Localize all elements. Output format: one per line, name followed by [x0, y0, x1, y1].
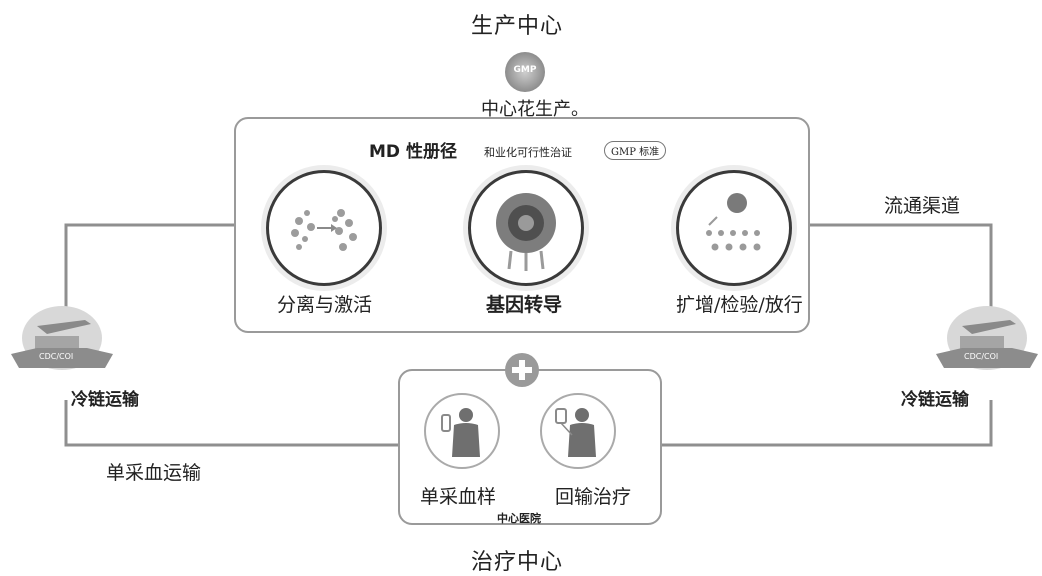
cold-chain-left-label: 冷链运输	[71, 390, 139, 410]
hospital-item-infusion: 回输治疗	[555, 486, 632, 508]
production-note: 和业化可行性治证	[484, 146, 572, 159]
gmp-standard-pill: GMP 标准	[604, 141, 667, 160]
step-label-isolation: 分离与激活	[277, 294, 373, 316]
cold-chain-right-label: 冷链运输	[901, 390, 969, 410]
gmp-badge-icon: GMP	[505, 52, 545, 92]
cell-cluster-icon	[291, 209, 357, 251]
treatment-center-title: 治疗中心	[471, 550, 564, 575]
cell-expansion-icon	[706, 193, 761, 251]
cold-chain-badge-left: CDC/COI	[7, 300, 117, 380]
production-title: MD 性册径	[369, 142, 457, 162]
hospital-name: 中心医院	[497, 512, 541, 525]
step-transduction-circle	[468, 170, 584, 286]
step-label-expansion: 扩增/检验/放行	[676, 294, 803, 316]
cold-chain-badge-left-text: CDC/COI	[39, 352, 74, 361]
patient-infusion-icon	[540, 393, 616, 469]
cold-chain-badge-right: CDC/COI	[932, 300, 1042, 380]
production-center-title: 生产中心	[471, 14, 564, 39]
medical-cross-icon	[505, 353, 539, 387]
blood-transport-label: 单采血运输	[106, 462, 202, 484]
truck-plane-emblem-icon	[936, 306, 1038, 370]
transduced-cell-icon	[496, 193, 556, 271]
hospital-item-blood-sample: 单采血样	[420, 486, 497, 508]
step-isolation-circle	[266, 170, 382, 286]
patient-blood-sample-icon	[424, 393, 500, 469]
distribution-channel-label: 流通渠道	[884, 195, 961, 217]
step-expansion-circle	[676, 170, 792, 286]
step-label-transduction: 基因转导	[486, 294, 563, 316]
production-subtitle: 中心花生产。	[481, 99, 589, 120]
gmp-badge-text: GMP	[513, 65, 537, 75]
truck-plane-emblem-icon	[11, 306, 113, 370]
cold-chain-badge-right-text: CDC/COI	[964, 352, 999, 361]
